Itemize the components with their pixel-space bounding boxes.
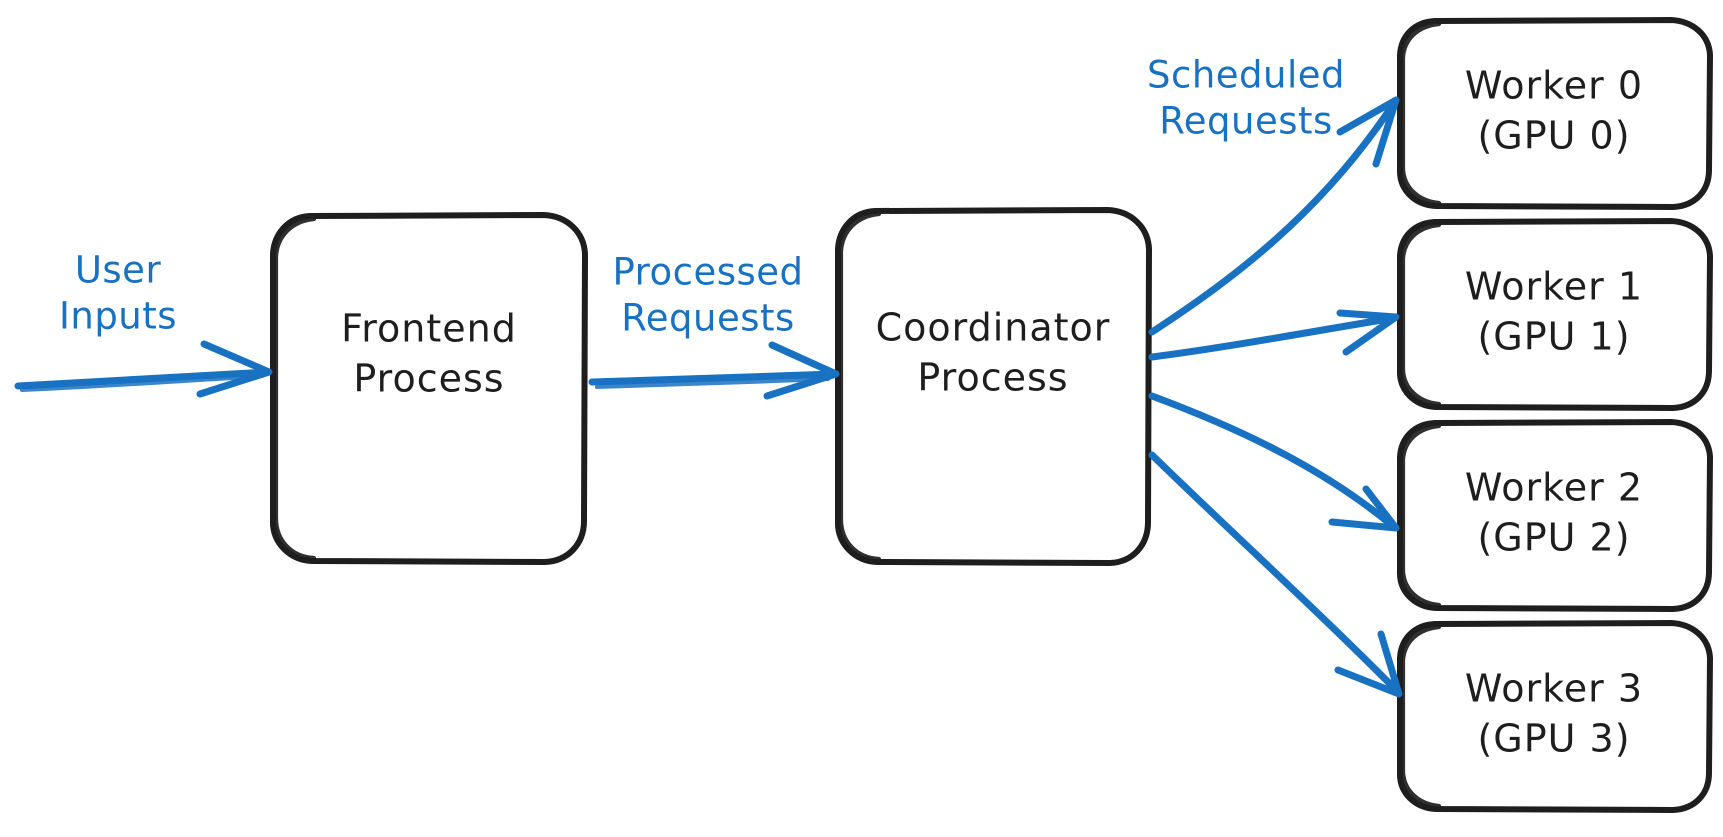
worker-3-label-line1: Worker 3 xyxy=(1465,667,1643,711)
scheduled-requests-label-line1: Scheduled xyxy=(1147,54,1345,97)
worker-1-label-line1: Worker 1 xyxy=(1465,265,1643,309)
worker-1-arrow-shaft xyxy=(1148,314,1398,361)
processed-requests-arrow-shaft-accent xyxy=(595,377,830,389)
edge-coordinator-to-worker-0 xyxy=(1148,96,1400,336)
edge-scheduled-requests-label: Scheduled Requests xyxy=(1147,54,1345,143)
processed-requests-arrow-head xyxy=(763,341,840,400)
scheduled-requests-label-line2: Requests xyxy=(1159,100,1333,143)
worker-3-arrow-shaft xyxy=(1148,451,1402,696)
user-inputs-arrow-shaft-accent xyxy=(20,374,264,392)
user-inputs-arrow-shaft xyxy=(14,368,272,390)
worker-0-label-line1: Worker 0 xyxy=(1465,64,1643,108)
edge-coordinator-to-worker-1 xyxy=(1148,309,1400,361)
coordinator-label-line1: Coordinator xyxy=(876,306,1111,350)
frontend-box-sketch-accent xyxy=(273,216,317,561)
coordinator-box-outline xyxy=(834,207,1152,566)
worker-1-arrow-head xyxy=(1336,309,1400,356)
user-inputs-label-line1: User xyxy=(75,249,162,292)
coordinator-label-line2: Process xyxy=(917,356,1068,400)
worker-2-label-line1: Worker 2 xyxy=(1465,466,1643,510)
worker-2-arrow-shaft xyxy=(1148,392,1398,531)
frontend-label-line2: Process xyxy=(353,357,504,401)
node-worker-3[interactable]: Worker 3 (GPU 3) xyxy=(1397,620,1713,813)
worker-0-arrow-shaft xyxy=(1148,99,1398,336)
worker-3-box-sketch-accent xyxy=(1400,624,1442,809)
worker-3-box-outline xyxy=(1397,620,1713,813)
edge-user-inputs: User Inputs xyxy=(14,249,273,398)
worker-2-arrow-shaft-accent xyxy=(1154,397,1392,527)
user-inputs-arrow-head xyxy=(196,340,273,398)
worker-0-arrow-head xyxy=(1336,96,1400,168)
worker-2-label-line2: (GPU 2) xyxy=(1477,516,1630,560)
node-worker-1[interactable]: Worker 1 (GPU 1) xyxy=(1397,218,1713,411)
worker-2-box-sketch-accent xyxy=(1400,423,1442,608)
worker-2-box-outline xyxy=(1397,419,1713,612)
worker-1-label-line2: (GPU 1) xyxy=(1477,315,1630,359)
worker-0-label-line2: (GPU 0) xyxy=(1477,114,1630,158)
node-worker-2[interactable]: Worker 2 (GPU 2) xyxy=(1397,419,1713,612)
processed-requests-label-line2: Requests xyxy=(621,297,795,340)
processed-requests-arrow-shaft xyxy=(588,370,838,386)
worker-0-box-outline xyxy=(1397,17,1713,210)
edge-processed-requests: Processed Requests xyxy=(588,251,840,400)
node-coordinator-process[interactable]: Coordinator Process xyxy=(834,207,1152,566)
frontend-box-outline xyxy=(269,212,588,565)
worker-1-box-outline xyxy=(1397,218,1713,411)
worker-0-box-sketch-accent xyxy=(1400,21,1442,206)
worker-1-box-sketch-accent xyxy=(1400,222,1442,407)
user-inputs-label-line2: Inputs xyxy=(59,295,177,338)
worker-3-label-line2: (GPU 3) xyxy=(1477,717,1630,761)
edge-coordinator-to-worker-2 xyxy=(1148,392,1400,532)
edge-coordinator-to-worker-3 xyxy=(1148,451,1403,698)
node-worker-0[interactable]: Worker 0 (GPU 0) xyxy=(1397,17,1713,210)
node-frontend-process[interactable]: Frontend Process xyxy=(269,212,588,565)
worker-3-arrow-head xyxy=(1334,630,1403,698)
coordinator-box-sketch-accent xyxy=(838,211,882,562)
frontend-label-line1: Frontend xyxy=(341,307,517,351)
worker-2-arrow-head xyxy=(1328,485,1400,532)
processed-requests-label-line1: Processed xyxy=(612,251,803,294)
